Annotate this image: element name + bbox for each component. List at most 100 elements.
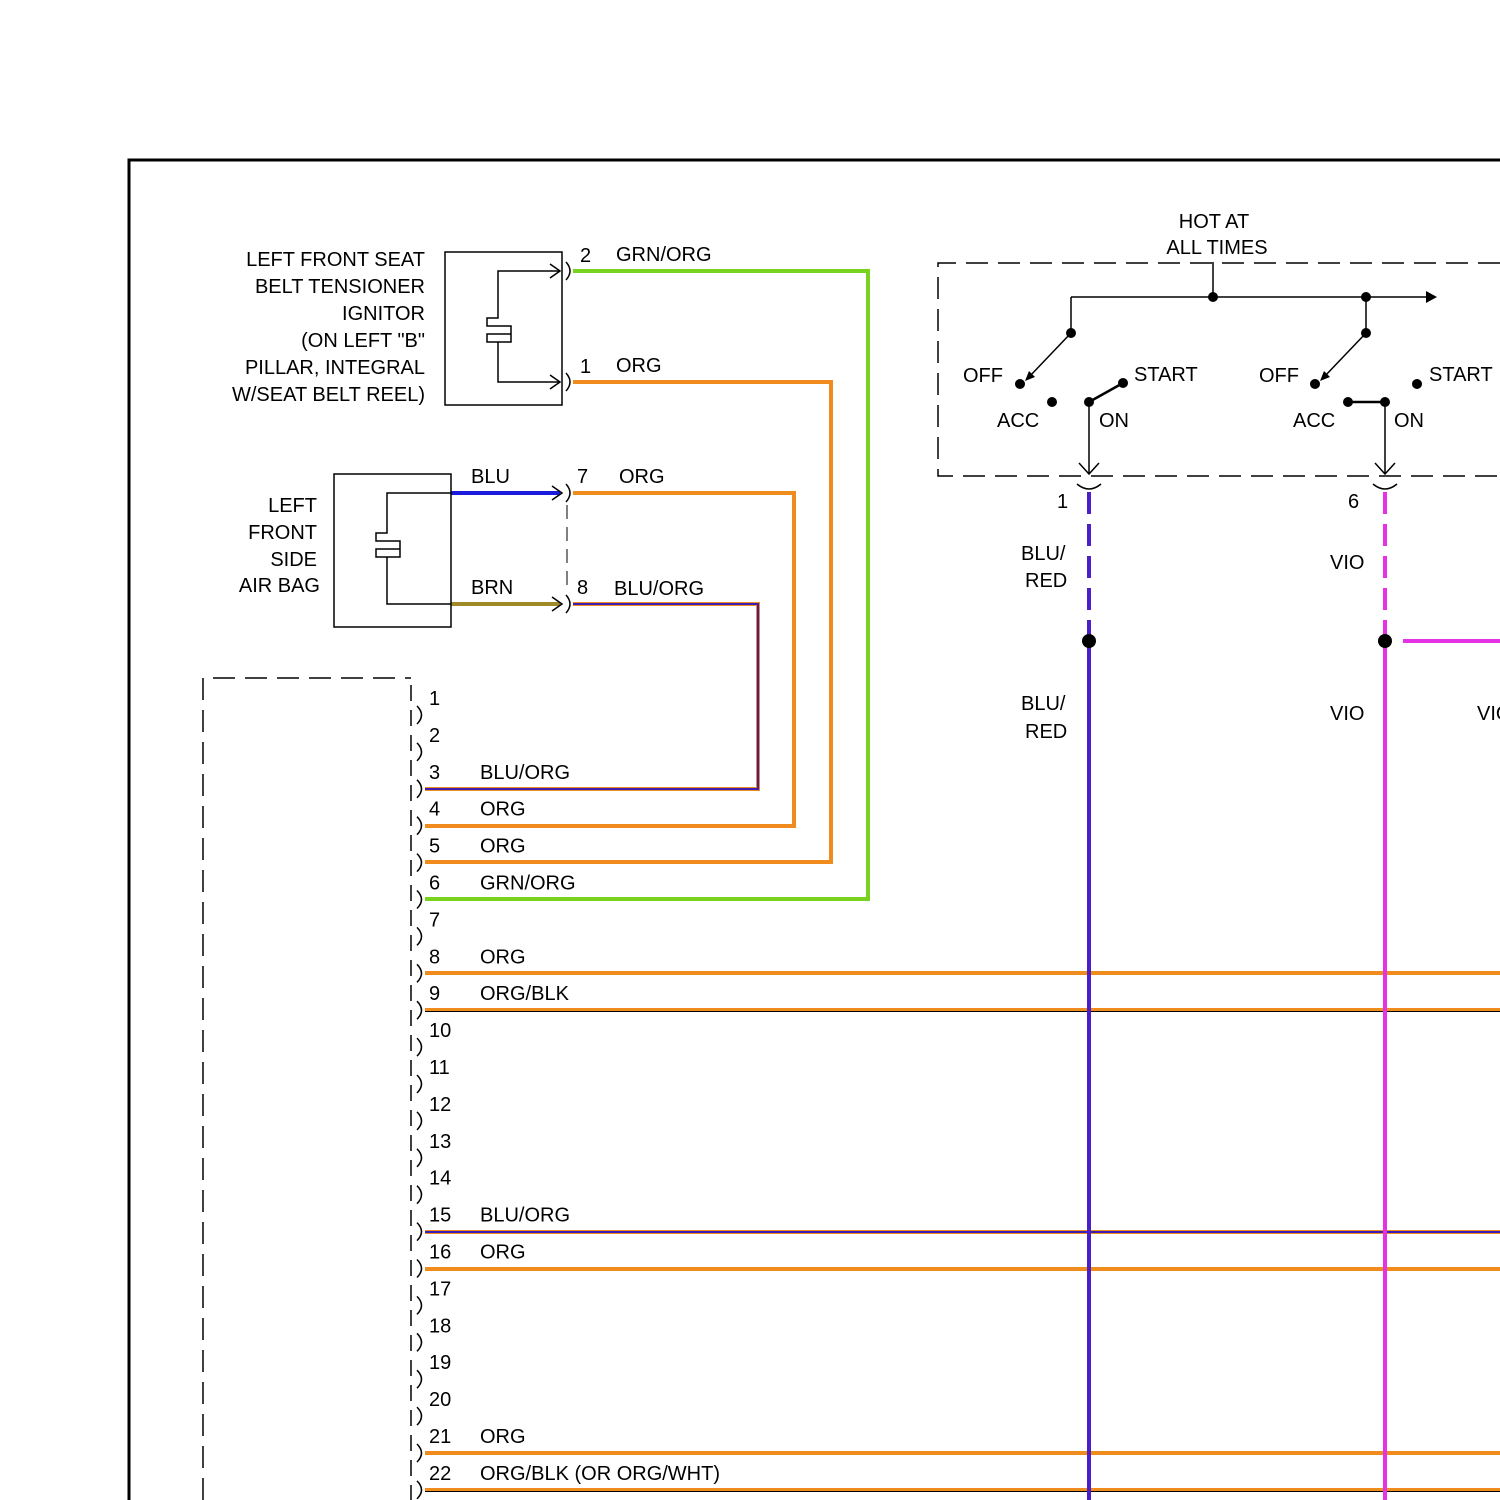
tensioner-label-4: (ON LEFT "B" <box>301 330 425 352</box>
connector-pin-terminal <box>417 706 422 724</box>
airbag-label-1: LEFT <box>268 495 317 517</box>
connector-block-outline <box>203 678 411 1500</box>
switch-a-start-link <box>1089 383 1123 402</box>
connector-pin-terminal <box>417 743 422 761</box>
switch-a-output-terminal <box>1077 484 1101 489</box>
airbag-pin7-number: 7 <box>577 466 588 488</box>
tensioner-label-2: BELT TENSIONER <box>255 276 425 298</box>
connector-pin-terminal <box>417 1112 422 1130</box>
connector-pin-terminal <box>417 1038 422 1056</box>
connector-pin-number: 13 <box>429 1131 451 1153</box>
connector-pin-terminal <box>417 1370 422 1388</box>
switch-b-acc-label: ACC <box>1293 410 1335 432</box>
switch-a-acc-contact <box>1047 397 1057 407</box>
connector-pin-terminal <box>417 1075 422 1093</box>
connector-pin-number: 18 <box>429 1315 451 1337</box>
switch-dashed-box <box>938 263 1500 476</box>
switch-output-6-pin: 6 <box>1348 491 1359 513</box>
connector-pin-terminal <box>417 1223 422 1241</box>
connector-pin-number: 17 <box>429 1278 451 1300</box>
switch-b-output-terminal <box>1373 484 1397 489</box>
tensioner-label-3: IGNITOR <box>342 303 425 325</box>
tensioner-pin2-wire: GRN/ORG <box>616 244 712 266</box>
connector-wire-label: ORG/BLK (OR ORG/WHT) <box>480 1463 720 1485</box>
connector-pin-number: 11 <box>429 1057 450 1079</box>
airbag-pin7-wire: ORG <box>619 466 665 488</box>
connector-wire-label: GRN/ORG <box>480 873 576 895</box>
connector-pin-number: 14 <box>429 1168 451 1190</box>
switch-output-6-lower-wire: VIO <box>1330 703 1364 725</box>
airbag-label-3: SIDE <box>270 549 317 571</box>
tensioner-label-6: W/SEAT BELT REEL) <box>232 384 425 406</box>
connector-wire-label: ORG <box>480 1242 526 1264</box>
connector-pin-number: 21 <box>429 1426 451 1448</box>
switch-output-1-upper-wire-2: RED <box>1025 570 1067 592</box>
switch-b-on-label: ON <box>1394 410 1424 432</box>
connector-pin-number: 9 <box>429 983 440 1005</box>
airbag-pin8-number: 8 <box>577 577 588 599</box>
switch-output-1-lower-wire-1: BLU/ <box>1021 693 1066 715</box>
splice-vio <box>1378 634 1392 648</box>
switch-a-off-label: OFF <box>963 365 1003 387</box>
connector-pin-terminal <box>417 1481 422 1499</box>
switch-a-acc-label: ACC <box>997 410 1039 432</box>
switch-b-start-contact <box>1412 379 1422 389</box>
connector-pin-number: 5 <box>429 836 440 858</box>
hot-at-label-2: ALL TIMES <box>1166 237 1267 259</box>
switch-output-6-upper-wire: VIO <box>1330 552 1364 574</box>
hot-at-label-1: HOT AT <box>1179 211 1249 233</box>
switch-b-off-contact <box>1310 379 1320 389</box>
connector-pin-number: 20 <box>429 1389 451 1411</box>
switch-a-blade <box>1029 333 1071 377</box>
switch-b-blade <box>1324 333 1366 377</box>
connector-pin-terminal <box>417 1296 422 1314</box>
connector-wire-label: ORG <box>480 799 526 821</box>
switch-branch-wire-label: VIO <box>1477 703 1500 725</box>
airbag-blu-wire-label: BLU <box>471 466 510 488</box>
switch-output-1-lower-wire-2: RED <box>1025 721 1067 743</box>
tensioner-pin2-terminal <box>566 262 570 280</box>
connector-pin-number: 12 <box>429 1094 451 1116</box>
airbag-pin8-terminal <box>566 595 570 613</box>
connector-wire-label: ORG/BLK <box>480 983 570 1005</box>
connector-pin-number: 10 <box>429 1020 451 1042</box>
wire-blu-org-airbag-tracer <box>425 604 758 789</box>
connector-wire-label: ORG <box>480 946 526 968</box>
wire-blu-org-airbag <box>425 604 758 789</box>
airbag-label-2: FRONT <box>248 522 317 544</box>
connector-pin-terminal <box>417 1444 422 1462</box>
connector-pin-number: 6 <box>429 873 440 895</box>
switch-output-1-upper-wire-1: BLU/ <box>1021 543 1066 565</box>
connector-pins: 123BLU/ORG4ORG5ORG6GRN/ORG78ORG9ORG/BLK1… <box>417 688 720 1499</box>
switch-a-on-label: ON <box>1099 410 1129 432</box>
connector-pin-terminal <box>417 927 422 945</box>
connector-pin-number: 19 <box>429 1352 451 1374</box>
airbag-label-4: AIR BAG <box>239 575 320 597</box>
splice-blu-red <box>1082 634 1096 648</box>
connector-pin-terminal <box>417 964 422 982</box>
tensioner-pin2-number: 2 <box>580 245 591 267</box>
connector-pin-number: 16 <box>429 1242 451 1264</box>
connector-wire-label: BLU/ORG <box>480 762 570 784</box>
connector-pin-terminal <box>417 780 422 798</box>
connector-pin-number: 3 <box>429 762 440 784</box>
connector-pin-number: 2 <box>429 725 440 747</box>
switch-a-start-label: START <box>1134 364 1198 386</box>
airbag-pin8-wire: BLU/ORG <box>614 578 704 600</box>
tensioner-label-1: LEFT FRONT SEAT <box>246 249 425 271</box>
connector-pin-terminal <box>417 1186 422 1204</box>
connector-pin-number: 1 <box>429 688 440 710</box>
tensioner-pin1-terminal <box>566 373 570 391</box>
connector-pin-number: 15 <box>429 1205 451 1227</box>
airbag-brn-wire-label: BRN <box>471 577 513 599</box>
connector-pin-number: 4 <box>429 799 440 821</box>
tensioner-pin1-number: 1 <box>580 356 591 378</box>
connector-pin-terminal <box>417 817 422 835</box>
connector-wire-label: ORG <box>480 836 526 858</box>
connector-pin-terminal <box>417 1333 422 1351</box>
tensioner-label-5: PILLAR, INTEGRAL <box>245 357 425 379</box>
airbag-squib-symbol <box>376 493 451 604</box>
switch-b-off-label: OFF <box>1259 365 1299 387</box>
connector-pin-number: 22 <box>429 1463 451 1485</box>
